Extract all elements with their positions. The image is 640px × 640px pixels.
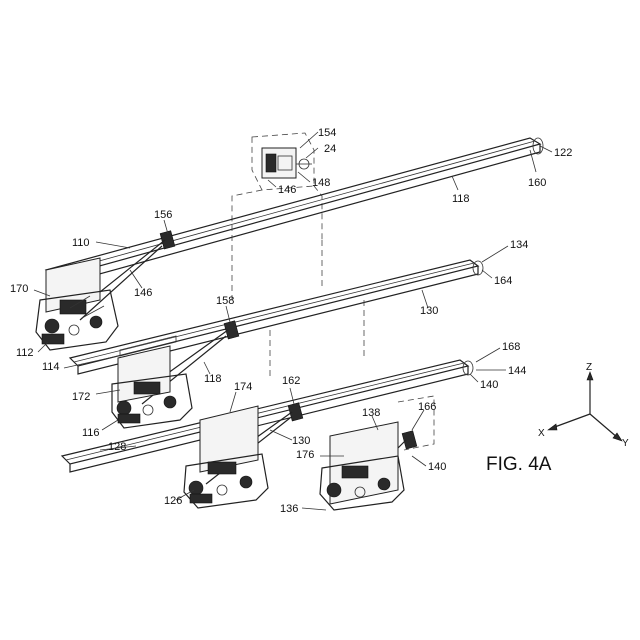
ref-156: 156 [154, 209, 172, 221]
ref-146-left: 146 [134, 287, 152, 299]
ref-110: 110 [72, 237, 90, 249]
ref-130-right: 130 [420, 305, 438, 317]
figure-title: FIG. 4A [486, 454, 552, 475]
ref-170: 170 [10, 283, 28, 295]
ref-144: 144 [508, 365, 526, 377]
ref-130-bottom: 130 [292, 435, 310, 447]
ref-126: 126 [164, 495, 182, 507]
ref-168: 168 [502, 341, 520, 353]
ref-138: 138 [362, 407, 380, 419]
ref-166: 166 [418, 401, 436, 413]
ref-122: 122 [554, 147, 572, 159]
ref-140-bottom: 140 [428, 461, 446, 473]
ref-172: 172 [72, 391, 90, 403]
ref-174: 174 [234, 381, 252, 393]
ref-160: 160 [528, 177, 546, 189]
ref-112: 112 [16, 347, 34, 359]
carriage-middle [112, 346, 192, 428]
ref-128: 128 [108, 441, 126, 453]
ref-158: 158 [216, 295, 234, 307]
ref-118-top: 118 [452, 193, 470, 205]
ref-164: 164 [494, 275, 512, 287]
ref-24: 24 [324, 143, 336, 155]
ref-116: 116 [82, 427, 100, 439]
ref-118-mid: 118 [204, 373, 222, 385]
ref-162: 162 [282, 375, 300, 387]
ref-148: 148 [312, 177, 330, 189]
ref-134: 134 [510, 239, 528, 251]
axis-y-label: Y [622, 438, 629, 449]
axis-x-label: X [538, 428, 545, 439]
carriage-bottom-left [184, 406, 268, 508]
axis-triad: Z X Y [538, 362, 629, 449]
ref-140-right: 140 [480, 379, 498, 391]
top-detail-assembly [232, 133, 322, 240]
ref-114: 114 [42, 361, 60, 373]
ref-136: 136 [280, 503, 298, 515]
ref-176: 176 [296, 449, 314, 461]
axis-z-label: Z [586, 362, 592, 373]
ref-146-top: 146 [278, 184, 296, 196]
ref-154: 154 [318, 127, 336, 139]
